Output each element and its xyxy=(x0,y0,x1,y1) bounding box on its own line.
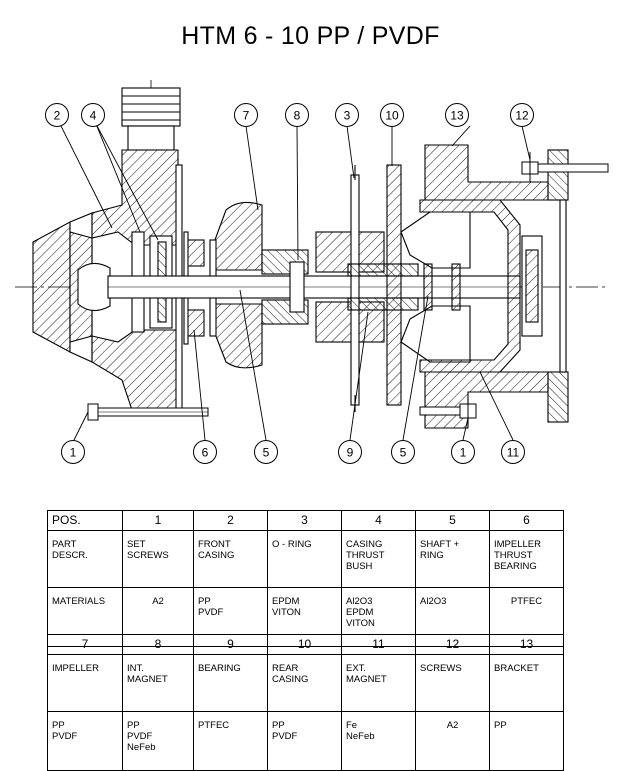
cell-pos-8: 8 xyxy=(122,634,194,655)
cell-descr-3: O - RING xyxy=(267,530,342,588)
cell-descr-13: BRACKET xyxy=(489,654,564,712)
cell-pos-2: 2 xyxy=(193,510,268,531)
cell-pos-12: 12 xyxy=(415,634,490,655)
callout-11: 11 xyxy=(501,440,525,464)
cell-mat-11: Fe NeFeb xyxy=(341,711,416,771)
cell-descr-label: PART DESCR. xyxy=(47,530,123,588)
svg-text:1: 1 xyxy=(70,446,77,460)
cell-descr-10: REAR CASING xyxy=(267,654,342,712)
cell-pos-9: 9 xyxy=(193,634,268,655)
cell-descr-11: EXT. MAGNET xyxy=(341,654,416,712)
svg-text:5: 5 xyxy=(263,446,270,460)
cell-descr-7: IMPELLER xyxy=(47,654,123,712)
svg-text:3: 3 xyxy=(344,109,351,123)
svg-text:8: 8 xyxy=(294,109,301,123)
callout-5-shaft: 5 xyxy=(254,440,278,464)
callout-12: 12 xyxy=(510,103,534,127)
cell-pos-13: 13 xyxy=(489,634,564,655)
svg-text:6: 6 xyxy=(202,446,209,460)
bracket-screws xyxy=(419,152,609,428)
cell-descr-9: BEARING xyxy=(193,654,268,712)
svg-text:13: 13 xyxy=(450,109,464,123)
cell-mat-8: PP PVDF NeFeb xyxy=(122,711,194,771)
svg-text:9: 9 xyxy=(347,446,354,460)
cell-descr-1: SET SCREWS xyxy=(122,530,194,588)
callout-13: 13 xyxy=(445,103,469,127)
internal-magnet xyxy=(261,231,385,343)
callout-2: 2 xyxy=(45,103,69,127)
cell-pos-7: 7 xyxy=(47,634,123,655)
cell-descr-8: INT. MAGNET xyxy=(122,654,194,712)
cell-pos-10: 10 xyxy=(267,634,342,655)
o-ring xyxy=(350,165,360,412)
table-row-description: IMPELLER INT. MAGNET BEARING REAR CASING… xyxy=(47,654,564,712)
svg-text:1: 1 xyxy=(460,446,467,460)
cell-pos-5: 5 xyxy=(415,510,490,531)
parts-table-1: POS. 1 2 3 4 5 6 PART DESCR. SET SCREWS … xyxy=(47,510,564,647)
cell-descr-2: FRONT CASING xyxy=(193,530,268,588)
cell-pos-1: 1 xyxy=(122,510,194,531)
rear-casing xyxy=(347,164,471,406)
svg-text:7: 7 xyxy=(243,109,250,123)
callouts-bottom: 1 6 5 9 5 1 11 xyxy=(61,440,525,464)
front-casing xyxy=(32,87,183,416)
callout-8: 8 xyxy=(285,103,309,127)
cell-mat-7: PP PVDF xyxy=(47,711,123,771)
parts-table-2: 7 8 9 10 11 12 13 IMPELLER INT. MAGNET B… xyxy=(47,634,564,771)
table-row-position: POS. 1 2 3 4 5 6 xyxy=(47,510,564,531)
cell-mat-13: PP xyxy=(489,711,564,771)
table-row-materials: PP PVDF PP PVDF NeFeb PTFEC PP PVDF Fe N… xyxy=(47,711,564,771)
cell-mat-10: PP PVDF xyxy=(267,711,342,771)
callout-1-front: 1 xyxy=(61,440,85,464)
leader-lines xyxy=(59,123,531,441)
callout-6: 6 xyxy=(193,440,217,464)
callout-5-ring: 5 xyxy=(391,440,415,464)
svg-text:2: 2 xyxy=(54,109,61,123)
cell-pos-label: POS. xyxy=(47,510,123,531)
callouts-top: 2 4 7 8 3 10 13 12 xyxy=(45,103,534,127)
svg-text:12: 12 xyxy=(515,109,529,123)
table-row-description: PART DESCR. SET SCREWS FRONT CASING O - … xyxy=(47,530,564,588)
cell-pos-3: 3 xyxy=(267,510,342,531)
callout-3: 3 xyxy=(335,103,359,127)
cell-pos-6: 6 xyxy=(489,510,564,531)
svg-text:10: 10 xyxy=(385,109,399,123)
table-row-position: 7 8 9 10 11 12 13 xyxy=(47,634,564,655)
cell-mat-12: A2 xyxy=(415,711,490,771)
cell-descr-4: CASING THRUST BUSH xyxy=(341,530,416,588)
cell-descr-6: IMPELLER THRUST BEARING xyxy=(489,530,564,588)
drawing-title: HTM 6 - 10 PP / PVDF xyxy=(181,22,440,50)
svg-text:11: 11 xyxy=(507,446,520,460)
svg-text:4: 4 xyxy=(90,109,97,123)
cell-descr-12: SCREWS xyxy=(415,654,490,712)
callout-1-rear: 1 xyxy=(451,440,475,464)
callout-9: 9 xyxy=(338,440,362,464)
external-magnet xyxy=(419,199,521,373)
callout-4: 4 xyxy=(81,103,105,127)
pump-cross-section-drawing: 2 4 7 8 3 10 13 12 1 6 5 9 5 1 11 xyxy=(15,80,609,464)
cell-pos-4: 4 xyxy=(341,510,416,531)
svg-text:5: 5 xyxy=(400,446,407,460)
cell-descr-5: SHAFT + RING xyxy=(415,530,490,588)
cell-pos-11: 11 xyxy=(341,634,416,655)
set-screw-front xyxy=(87,403,209,421)
callout-7: 7 xyxy=(234,103,258,127)
cell-mat-9: PTFEC xyxy=(193,711,268,771)
callout-10: 10 xyxy=(380,103,404,127)
